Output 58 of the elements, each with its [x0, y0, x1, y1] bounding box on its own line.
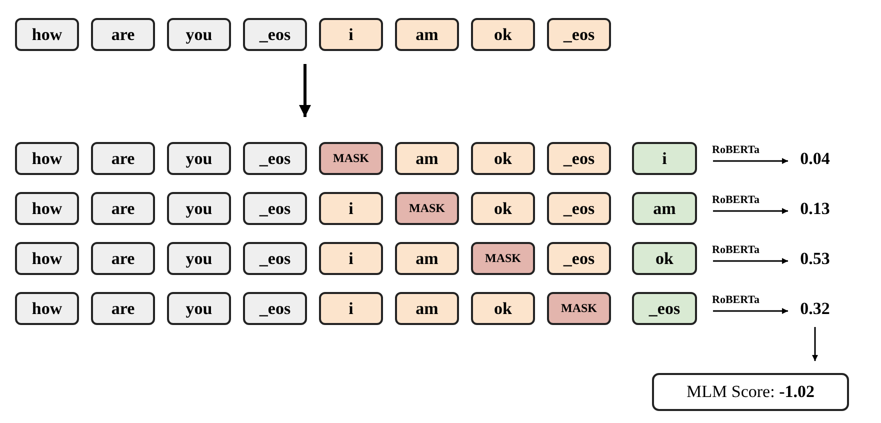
arrow [713, 208, 788, 214]
score-box: MLM Score: -1.02 [652, 373, 849, 411]
token-box: you [167, 18, 231, 51]
token-box: _eos [547, 192, 611, 225]
token-box: _eos [547, 142, 611, 175]
score-value: 0.13 [792, 196, 838, 222]
token-box: am [395, 18, 459, 51]
token-box: you [167, 142, 231, 175]
token-box: am [395, 292, 459, 325]
token-box: are [91, 142, 155, 175]
token-box: i [319, 192, 383, 225]
token-box: you [167, 192, 231, 225]
score-value: 0.32 [792, 296, 838, 322]
token-box: you [167, 242, 231, 275]
token-box: ok [471, 192, 535, 225]
token-box: ok [632, 242, 697, 275]
token-box: are [91, 292, 155, 325]
edge-label: RoBERTa [711, 195, 761, 206]
token-box: ok [471, 18, 535, 51]
token-box: am [395, 142, 459, 175]
arrow [713, 308, 788, 314]
mask-token-box: MASK [319, 142, 383, 175]
token-box: _eos [243, 242, 307, 275]
score-value: 0.53 [792, 246, 838, 272]
token-box: you [167, 292, 231, 325]
token-box: am [632, 192, 697, 225]
token-box: how [15, 292, 79, 325]
token-box: i [632, 142, 697, 175]
token-box: are [91, 192, 155, 225]
token-box: are [91, 18, 155, 51]
edge-label: RoBERTa [711, 145, 761, 156]
mask-token-box: MASK [395, 192, 459, 225]
token-box: _eos [243, 142, 307, 175]
score-value: 0.04 [792, 146, 838, 172]
token-box: ok [471, 292, 535, 325]
token-box: i [319, 292, 383, 325]
arrow [713, 158, 788, 164]
token-box: _eos [243, 292, 307, 325]
edge-label: RoBERTa [711, 295, 761, 306]
token-box: i [319, 18, 383, 51]
token-box: _eos [243, 192, 307, 225]
token-box: how [15, 142, 79, 175]
arrow [812, 327, 818, 361]
token-box: _eos [547, 242, 611, 275]
token-box: _eos [547, 18, 611, 51]
token-box: how [15, 18, 79, 51]
arrow [713, 258, 788, 264]
token-box: how [15, 192, 79, 225]
token-box: _eos [632, 292, 697, 325]
edge-label: RoBERTa [711, 245, 761, 256]
mask-token-box: MASK [471, 242, 535, 275]
mask-token-box: MASK [547, 292, 611, 325]
token-box: i [319, 242, 383, 275]
token-box: ok [471, 142, 535, 175]
token-box: how [15, 242, 79, 275]
token-box: am [395, 242, 459, 275]
token-box: are [91, 242, 155, 275]
token-box: _eos [243, 18, 307, 51]
